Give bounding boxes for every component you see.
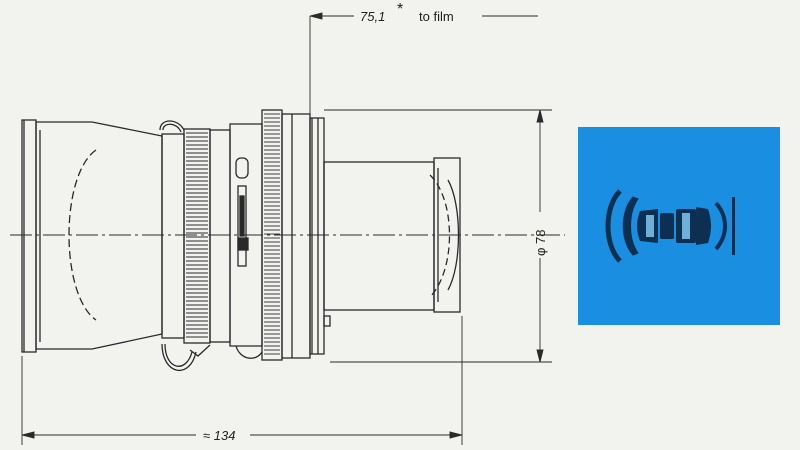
rear-barrel xyxy=(323,157,461,327)
flange-distance-dimension xyxy=(309,12,538,114)
front-barrel xyxy=(21,119,163,353)
aperture-ring xyxy=(161,128,211,344)
lens-schematic-panel xyxy=(578,127,780,325)
diameter-dimension xyxy=(324,109,552,363)
mounting-flange xyxy=(281,113,325,359)
flange-distance-label: 75,1 xyxy=(360,9,385,24)
length-label: ≈ 134 xyxy=(203,428,235,443)
diameter-label: φ 78 xyxy=(533,229,548,256)
to-film-label: to film xyxy=(419,9,454,24)
flange-asterisk: * xyxy=(397,1,403,18)
aperture-lever xyxy=(159,120,211,371)
length-dimension xyxy=(21,316,463,445)
shutter-body xyxy=(209,123,263,359)
rear-ring xyxy=(261,109,283,361)
lens-element-schematic-icon xyxy=(605,189,735,263)
